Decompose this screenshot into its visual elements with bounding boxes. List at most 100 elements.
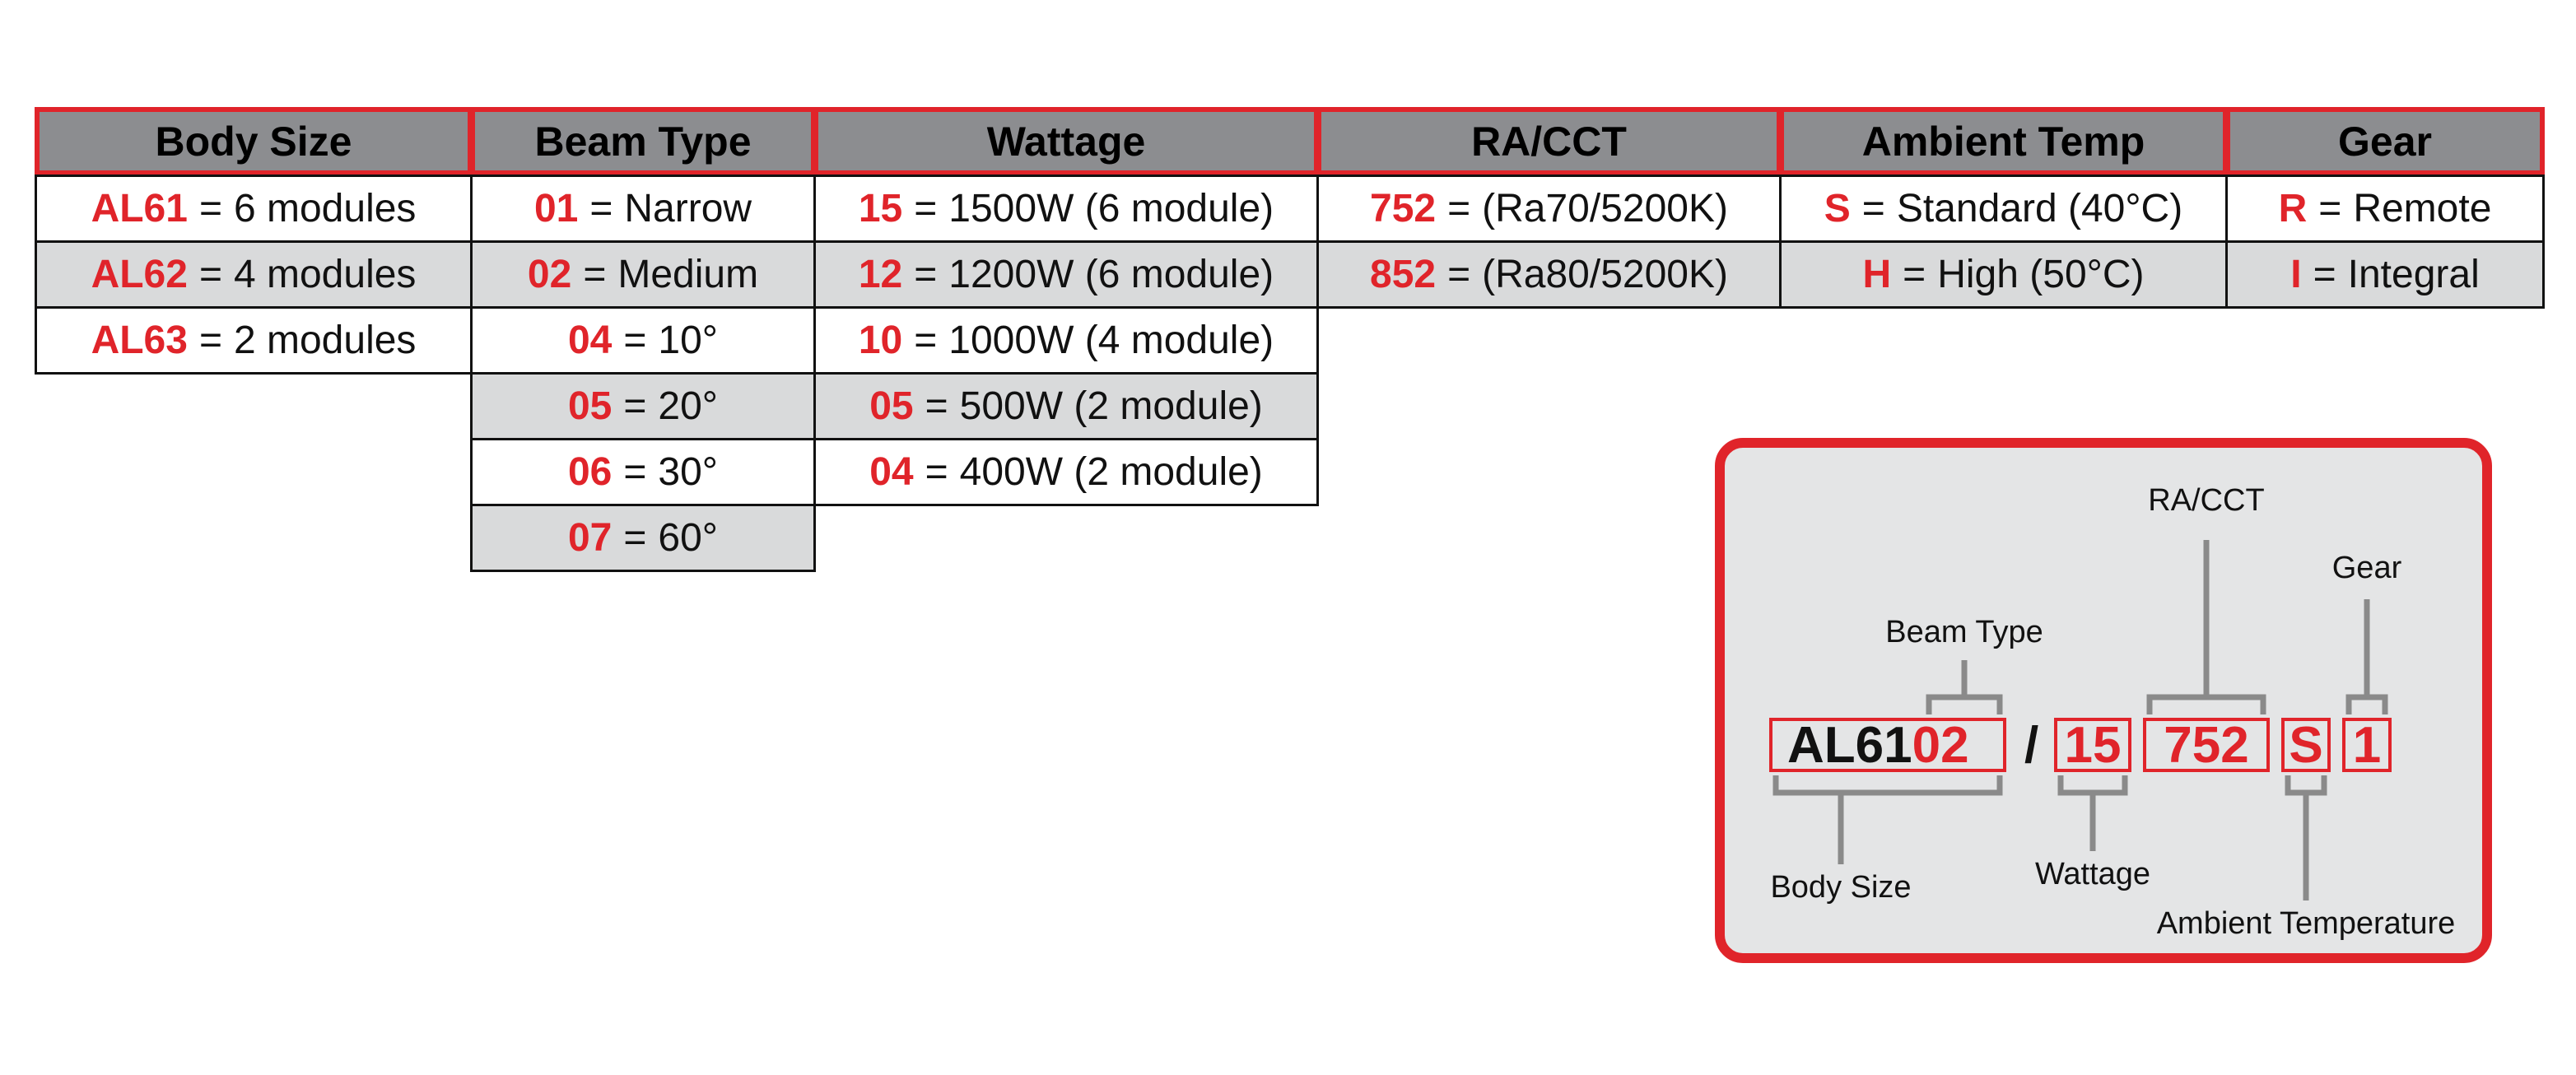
temp-bracket — [2285, 775, 2327, 796]
table-row: AL61= 6 modules — [35, 175, 473, 243]
option-description: Integral — [2347, 253, 2480, 296]
table-row: H = High (50°C) — [1779, 240, 2228, 309]
temp-code-text: S — [2289, 717, 2322, 774]
header-body-size: Body Size — [35, 107, 473, 175]
equals-sign: = — [914, 187, 938, 230]
option-description: 6 modules — [233, 187, 417, 230]
option-description: Narrow — [624, 187, 752, 230]
ra-cct-code-box — [2143, 718, 2270, 772]
option-description: High (50°C) — [1937, 253, 2145, 296]
option-code: 752 — [1370, 187, 1437, 230]
temp-code-box — [2281, 718, 2331, 772]
equals-sign: = — [1903, 253, 1926, 296]
beam-code-text: 02 — [1912, 717, 1969, 774]
equals-sign: = — [198, 187, 222, 230]
header-beam-type: Beam Type — [470, 107, 816, 175]
option-code: AL62 — [91, 253, 188, 296]
table-row: 752=(Ra70/5200K) — [1316, 175, 1782, 243]
equals-sign: = — [925, 450, 948, 494]
equals-sign: = — [2313, 253, 2336, 296]
table-row: 04=400W (2 module) — [813, 438, 1319, 506]
table-row: 05=20° — [470, 372, 816, 440]
option-code: H — [1862, 253, 1892, 296]
table-row: 04= 10° — [470, 306, 816, 375]
model-code-example-panel: AL6102 / 15 752 S 1 RA/CCT Gear B — [1715, 438, 2492, 963]
option-code: R — [2278, 187, 2308, 230]
option-description: 400W (2 module) — [959, 450, 1263, 494]
body-beam-code-box — [1769, 718, 2006, 772]
header-ambient-temp: Ambient Temp — [1779, 107, 2228, 175]
equals-sign: = — [914, 253, 938, 296]
option-code: 10 — [858, 319, 903, 362]
option-description: (Ra80/5200K) — [1482, 253, 1728, 296]
table-row: R=Remote — [2225, 175, 2545, 243]
option-code: 07 — [567, 516, 613, 560]
option-description: 1000W (4 module) — [948, 319, 1274, 362]
equals-sign: = — [198, 253, 222, 296]
table-row: 02=Medium — [470, 240, 816, 309]
option-description: 20° — [658, 384, 718, 428]
option-code: 852 — [1370, 253, 1437, 296]
option-description: 1200W (6 module) — [948, 253, 1274, 296]
option-description: Remote — [2353, 187, 2492, 230]
table-row: AL63=2 modules — [35, 306, 473, 375]
option-code: 02 — [527, 253, 572, 296]
header-gear: Gear — [2225, 107, 2545, 175]
option-code: 15 — [858, 187, 903, 230]
wattage-code-box — [2054, 718, 2131, 772]
slash-separator: / — [2024, 717, 2038, 774]
equals-sign: = — [623, 516, 647, 560]
equals-sign: = — [623, 319, 647, 362]
body-size-code-text: AL61 — [1787, 717, 1912, 774]
table-row: S= Standard (40°C) — [1779, 175, 2228, 243]
option-code: I — [2290, 253, 2302, 296]
equals-sign: = — [1861, 187, 1885, 230]
option-code: 01 — [533, 187, 579, 230]
ra-cct-label: RA/CCT — [2148, 483, 2264, 518]
table-row: 15 =1500W (6 module) — [813, 175, 1319, 243]
equals-sign: = — [1447, 253, 1471, 296]
equals-sign: = — [198, 319, 222, 362]
equals-sign: = — [583, 253, 607, 296]
header-ra-cct: RA/CCT — [1316, 107, 1782, 175]
option-code: 06 — [567, 450, 613, 494]
option-code: AL61 — [91, 187, 188, 230]
option-description: Standard (40°C) — [1896, 187, 2183, 230]
beam-type-bracket — [1926, 694, 2003, 714]
svg-text:AL6102: AL6102 — [1787, 717, 1969, 774]
option-description: 4 modules — [233, 253, 417, 296]
table-row: AL62= 4 modules — [35, 240, 473, 309]
ambient-temperature-label: Ambient Temperature — [2157, 906, 2456, 941]
option-code: 04 — [869, 450, 914, 494]
option-code: AL63 — [91, 319, 188, 362]
option-description: (Ra70/5200K) — [1482, 187, 1728, 230]
body-size-bracket — [1772, 775, 2003, 796]
gear-bracket — [2345, 694, 2388, 714]
table-row: 06=30° — [470, 438, 816, 506]
table-row: 12=1200W (6 module) — [813, 240, 1319, 309]
option-code: S — [1824, 187, 1851, 230]
table-row: I = Integral — [2225, 240, 2545, 309]
equals-sign: = — [623, 384, 647, 428]
equals-sign: = — [914, 319, 938, 362]
option-code: 04 — [567, 319, 613, 362]
beam-type-label: Beam Type — [1885, 615, 2043, 649]
option-description: 30° — [658, 450, 718, 494]
wattage-bracket — [2057, 775, 2128, 796]
ra-cct-bracket — [2146, 694, 2266, 714]
option-code: 05 — [567, 384, 613, 428]
option-description: 500W (2 module) — [959, 384, 1263, 428]
gear-code-box — [2342, 718, 2392, 772]
option-description: 1500W (6 module) — [948, 187, 1274, 230]
body-size-label: Body Size — [1770, 870, 1911, 905]
model-code-diagram: AL6102 / 15 752 S 1 RA/CCT Gear B — [1769, 483, 2456, 941]
wattage-code-text: 15 — [2065, 717, 2122, 774]
equals-sign: = — [623, 450, 647, 494]
option-description: 10° — [658, 319, 718, 362]
table-row: 10 =1000W (4 module) — [813, 306, 1319, 375]
table-row: 05=500W (2 module) — [813, 372, 1319, 440]
gear-code-text: 1 — [2353, 717, 2381, 774]
ra-cct-code-text: 752 — [2164, 717, 2248, 774]
table-row: 01=Narrow — [470, 175, 816, 243]
equals-sign: = — [925, 384, 948, 428]
